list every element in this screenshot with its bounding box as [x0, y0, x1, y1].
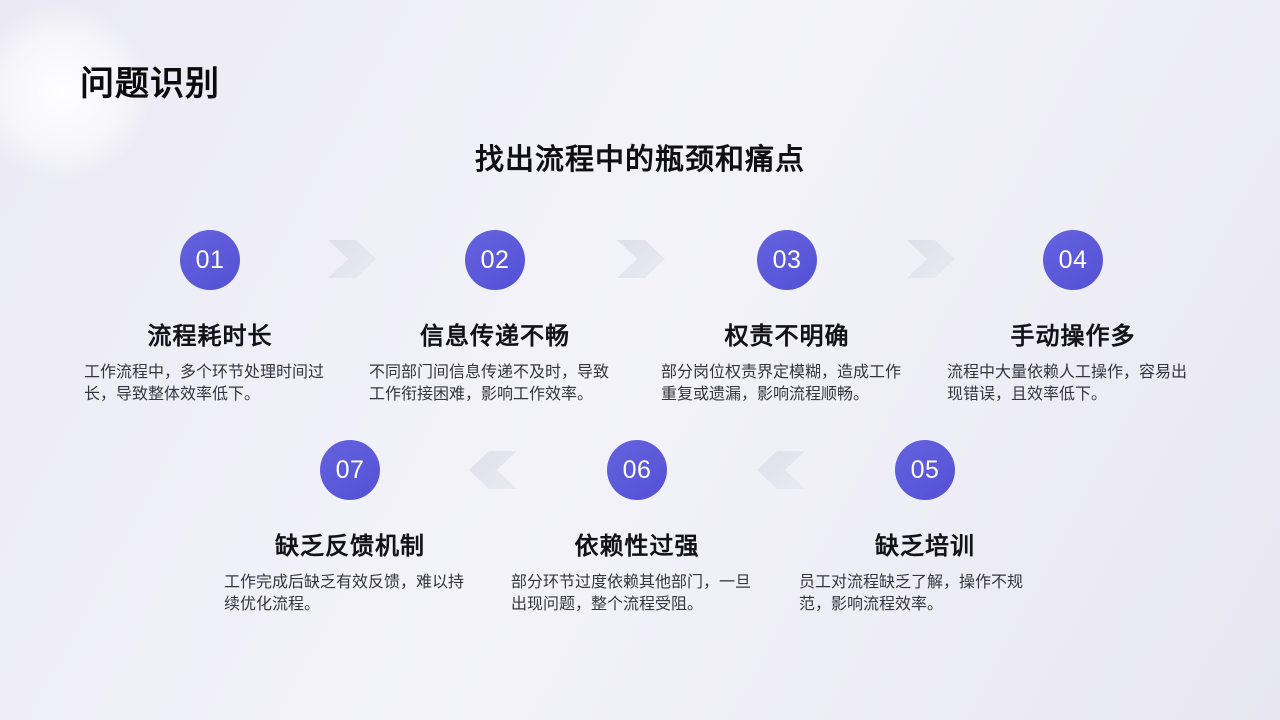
- step-number-badge: 05: [895, 440, 955, 500]
- step-description: 流程中大量依赖人工操作，容易出现错误，且效率低下。: [947, 364, 1188, 403]
- step-description: 工作完成后缺乏有效反馈，难以持续优化流程。: [224, 574, 465, 613]
- step-item-06: 06 依赖性过强 部分环节过度依赖其他部门，一旦出现问题，整个流程受阻。: [507, 440, 767, 616]
- step-description: 不同部门间信息传递不及时，导致工作衔接困难，影响工作效率。: [369, 364, 610, 403]
- step-description: 部分环节过度依赖其他部门，一旦出现问题，整个流程受阻。: [511, 574, 752, 613]
- step-number-badge: 06: [607, 440, 667, 500]
- step-number-badge: 04: [1043, 230, 1103, 290]
- step-description: 部分岗位权责界定模糊，造成工作重复或遗漏，影响流程顺畅。: [661, 364, 902, 403]
- step-title: 权责不明确: [724, 323, 850, 350]
- step-title: 信息传递不畅: [420, 323, 570, 350]
- step-title: 缺乏反馈机制: [275, 533, 425, 560]
- step-description: 员工对流程缺乏了解，操作不规范，影响流程效率。: [799, 574, 1024, 613]
- step-title: 流程耗时长: [147, 323, 273, 350]
- step-item-05: 05 缺乏培训 员工对流程缺乏了解，操作不规范，影响流程效率。: [795, 440, 1055, 616]
- step-number-badge: 07: [320, 440, 380, 500]
- step-title: 依赖性过强: [574, 533, 700, 560]
- step-item-07: 07 缺乏反馈机制 工作完成后缺乏有效反馈，难以持续优化流程。: [220, 440, 480, 616]
- step-number-badge: 02: [465, 230, 525, 290]
- step-number-badge: 03: [757, 230, 817, 290]
- step-title: 手动操作多: [1010, 323, 1136, 350]
- step-item-04: 04 手动操作多 流程中大量依赖人工操作，容易出现错误，且效率低下。: [943, 230, 1203, 406]
- step-number-badge: 01: [180, 230, 240, 290]
- page-title: 问题识别: [80, 65, 220, 103]
- step-description: 工作流程中，多个环节处理时间过长，导致整体效率低下。: [84, 364, 325, 403]
- step-item-03: 03 权责不明确 部分岗位权责界定模糊，造成工作重复或遗漏，影响流程顺畅。: [657, 230, 917, 406]
- slide-subtitle: 找出流程中的瓶颈和痛点: [474, 144, 805, 176]
- step-item-02: 02 信息传递不畅 不同部门间信息传递不及时，导致工作衔接困难，影响工作效率。: [365, 230, 625, 406]
- step-title: 缺乏培训: [875, 533, 975, 560]
- step-item-01: 01 流程耗时长 工作流程中，多个环节处理时间过长，导致整体效率低下。: [80, 230, 340, 406]
